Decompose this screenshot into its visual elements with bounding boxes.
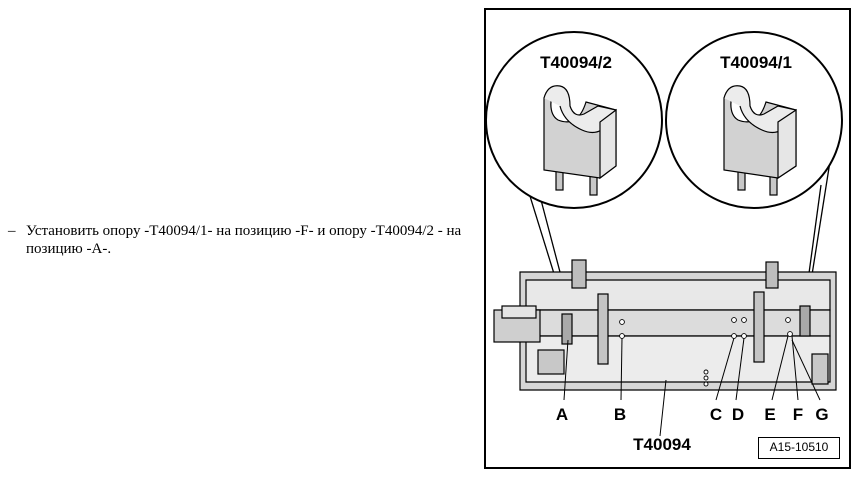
position-label-a: A (556, 405, 568, 424)
position-label-f: F (793, 405, 803, 424)
position-label-e: E (764, 405, 775, 424)
detail-left-label: T40094/2 (540, 53, 612, 72)
instruction-step: – Установить опору -T40094/1- на позицию… (8, 222, 470, 258)
base-label: T40094 (633, 435, 691, 454)
instruction-bullet: – (8, 223, 16, 239)
position-label-g: G (815, 405, 828, 424)
support-block-left-drawing (543, 85, 617, 196)
position-label-d: D (732, 405, 744, 424)
position-leader-lines (563, 335, 821, 437)
detail-right-label: T40094/1 (720, 53, 792, 72)
position-label-b: B (614, 405, 626, 424)
instruction-text: Установить опору -T40094/1- на позицию -… (26, 223, 462, 257)
position-label-c: C (710, 405, 722, 424)
figure-id-box: A15-10510 (758, 437, 840, 459)
illustration-frame: T40094/2 T40094/1 A B C D E F G T40094 A… (484, 8, 851, 469)
base-plate-drawing (493, 259, 837, 391)
tool-illustration: T40094/2 T40094/1 A B C D E F G T40094 (486, 31, 843, 454)
position-holes (619, 317, 793, 387)
support-block-right-drawing (723, 85, 797, 196)
